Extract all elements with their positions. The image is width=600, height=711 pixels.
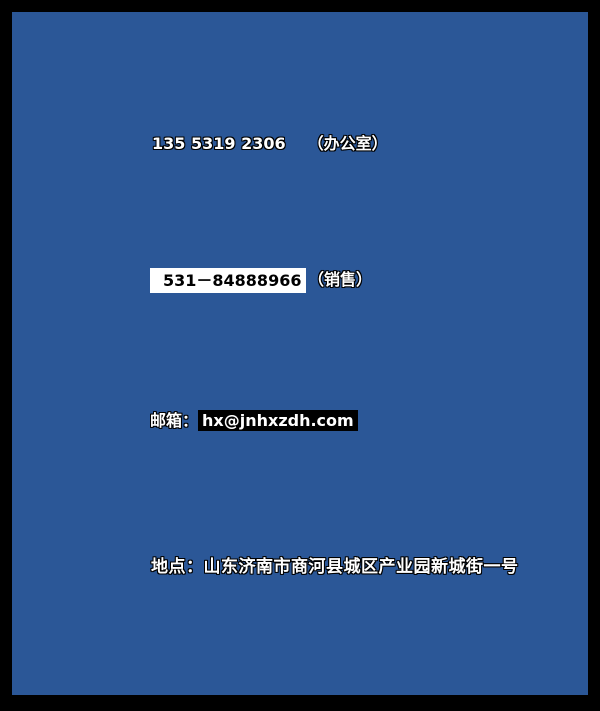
email-address: hx@jnhxzdh.com: [198, 410, 358, 431]
email-prefix-label: 邮箱：: [150, 411, 199, 430]
office-phone-number: 135 5319 2306: [152, 134, 286, 153]
office-phone-line: 135 5319 2306 （办公室）: [152, 133, 388, 155]
contact-slide: 135 5319 2306 （办公室） 531－84888966 （销售） 邮箱：h…: [12, 12, 588, 695]
email-line: 邮箱：hx@jnhxzdh.com: [150, 410, 358, 432]
sales-phone-highlight-box: 531－84888966: [150, 268, 306, 293]
sales-phone-label: （销售）: [308, 270, 373, 290]
sales-phone-number: 531－84888966: [163, 271, 302, 290]
address-line: 地点：山东济南市商河县城区产业园新城街一号: [151, 556, 519, 580]
address-text: 地点：山东济南市商河县城区产业园新城街一号: [151, 557, 519, 577]
sales-phone-line: 531－84888966 （销售）: [150, 268, 372, 293]
office-phone-label: （办公室）: [307, 134, 388, 153]
